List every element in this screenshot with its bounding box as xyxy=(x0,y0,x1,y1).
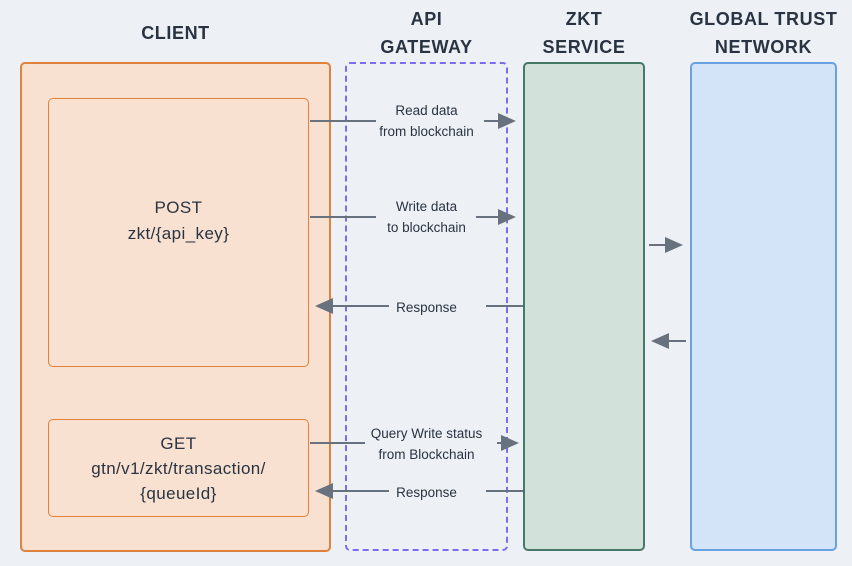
read-data-label-line1: Read data xyxy=(395,103,458,118)
post-endpoint-box: POST zkt/{api_key} xyxy=(48,98,309,367)
get-path: gtn/v1/zkt/transaction/ xyxy=(91,458,266,478)
get-endpoint-box: GET gtn/v1/zkt/transaction/ {queueId} xyxy=(48,419,309,517)
query-label-line2: from Blockchain xyxy=(378,447,475,462)
write-data-label-line1: Write data xyxy=(395,199,458,214)
api-gateway-title-line2: GATEWAY xyxy=(380,37,473,57)
global-trust-title-line2: NETWORK xyxy=(714,37,813,57)
response-top-label-text: Response xyxy=(396,300,457,315)
zkt-service-title-line2: SERVICE xyxy=(542,37,626,57)
api-gateway-column-title: API GATEWAY xyxy=(345,6,508,60)
response-top-label: Response xyxy=(345,297,508,318)
global-trust-network-column-title: GLOBAL TRUST NETWORK xyxy=(690,6,837,60)
get-method: GET xyxy=(160,433,197,453)
response-bottom-label-text: Response xyxy=(396,485,457,500)
write-data-label-line2: to blockchain xyxy=(387,220,466,235)
global-trust-title-line1: GLOBAL TRUST xyxy=(689,9,838,29)
api-gateway-title-line1: API xyxy=(410,9,443,29)
zkt-service-title-line1: ZKT xyxy=(565,9,603,29)
response-bottom-label: Response xyxy=(345,482,508,503)
query-write-status-label: Query Write status from Blockchain xyxy=(345,423,508,465)
post-path: zkt/{api_key} xyxy=(127,223,230,243)
client-title-text: CLIENT xyxy=(141,23,210,43)
read-data-label-line2: from blockchain xyxy=(379,124,474,139)
global-trust-network-container xyxy=(690,62,837,551)
query-label-line1: Query Write status xyxy=(370,426,483,441)
zkt-service-container xyxy=(523,62,645,551)
write-data-label: Write data to blockchain xyxy=(345,196,508,238)
post-method: POST xyxy=(154,197,203,217)
client-container: POST zkt/{api_key} GET gtn/v1/zkt/transa… xyxy=(20,62,331,552)
get-path-param: {queueId} xyxy=(140,483,217,503)
zkt-service-column-title: ZKT SERVICE xyxy=(523,6,645,60)
client-column-title: CLIENT xyxy=(20,6,331,60)
read-data-label: Read data from blockchain xyxy=(345,100,508,142)
